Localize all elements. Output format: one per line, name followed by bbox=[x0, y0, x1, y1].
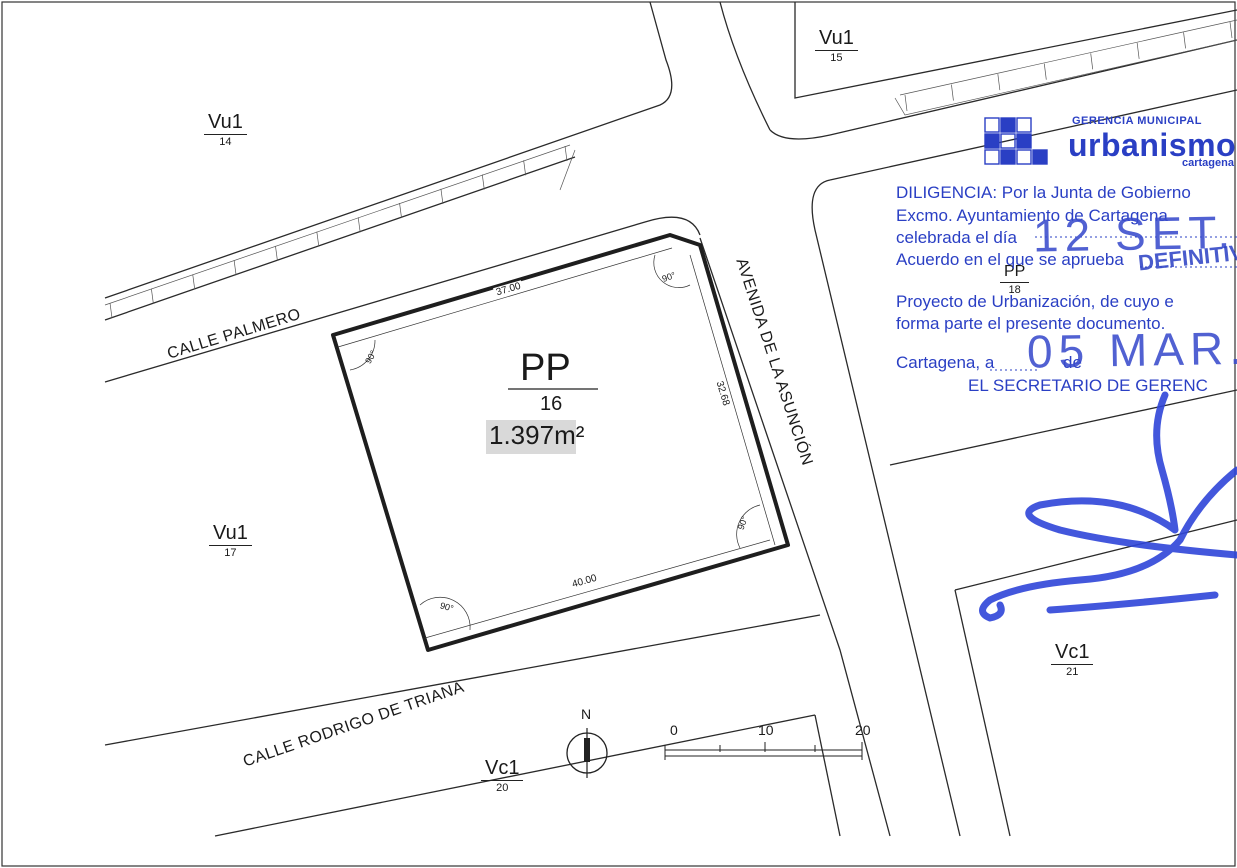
scale-tick-0: 0 bbox=[670, 722, 678, 738]
sidewalk-tick bbox=[904, 94, 908, 112]
sidewalk-palmero-north bbox=[104, 156, 576, 321]
zone-code: Vu1 bbox=[204, 112, 247, 135]
zone-label-vu1-15: Vu1 15 bbox=[815, 28, 858, 64]
urbanismo-logo-icon bbox=[984, 117, 1048, 165]
zone-number: 18 bbox=[1008, 284, 1021, 296]
street-edge-triana-south bbox=[214, 714, 816, 837]
sidewalk-tick bbox=[192, 274, 196, 290]
zone-label-pp-18: PP 18 bbox=[1000, 264, 1030, 296]
signature-scribble bbox=[979, 391, 1237, 622]
block-edge-vu1-15-south bbox=[769, 39, 1237, 140]
zone-number: 20 bbox=[496, 782, 509, 794]
block-edge-right-mid bbox=[889, 389, 1237, 466]
zone-number: 21 bbox=[1066, 666, 1079, 678]
stamp-line-8: EL SECRETARIO DE GERENC bbox=[968, 376, 1208, 395]
stamp-line-5: Proyecto de Urbanización, de cuyo e bbox=[896, 292, 1174, 311]
sidewalk-tick bbox=[564, 145, 568, 162]
sidewalk-tick bbox=[109, 302, 113, 319]
block-edge-right-top bbox=[829, 89, 1237, 181]
avenida-west-edge bbox=[699, 237, 891, 837]
sidewalk-tick bbox=[275, 245, 278, 261]
sidewalk-hatch-right bbox=[894, 19, 1237, 116]
zone-number: 14 bbox=[219, 136, 232, 148]
stamp-org-city: cartagena bbox=[1182, 157, 1234, 169]
block-edge-vu1-14 bbox=[104, 1, 673, 299]
block-edge-vu1-15 bbox=[794, 2, 1237, 99]
zone-code: Vc1 bbox=[481, 758, 524, 781]
stamp-line-2: Excmo. Ayuntamiento de Cartagena bbox=[896, 206, 1168, 225]
sidewalk-tick bbox=[1183, 32, 1186, 49]
zone-number: 15 bbox=[830, 52, 843, 64]
sidewalk-tick bbox=[1043, 63, 1047, 80]
stamp-org-top: GERENCIA MUNICIPAL bbox=[1072, 115, 1202, 127]
stamp-line-1: DILIGENCIA: Por la Junta de Gobierno bbox=[896, 183, 1191, 202]
sidewalk-tick bbox=[399, 203, 402, 219]
sidewalk-tick bbox=[523, 160, 526, 176]
angle-arc-se bbox=[736, 504, 761, 549]
sidewalk-tick bbox=[357, 217, 361, 233]
north-label: N bbox=[581, 706, 592, 722]
plot-pp-16-boundary bbox=[331, 233, 790, 652]
sidewalk-tick bbox=[951, 84, 954, 101]
zone-label-vc1-20: Vc1 20 bbox=[481, 758, 524, 794]
sidewalk-tick bbox=[1229, 21, 1233, 39]
stamp-line-3: celebrada el día bbox=[896, 228, 1017, 247]
north-arrow bbox=[566, 728, 608, 778]
scale-tick-20: 20 bbox=[855, 722, 871, 738]
avenida-top-west bbox=[719, 1, 771, 131]
stamp-line-6: forma parte el presente documento. bbox=[896, 314, 1166, 333]
angle-arc-sw bbox=[419, 596, 471, 631]
area-highlight bbox=[486, 420, 576, 454]
dim-line-north bbox=[337, 247, 673, 348]
plot-number: 16 bbox=[540, 393, 563, 415]
block-edge-vc1-20-east bbox=[814, 714, 841, 837]
stamp-line-4: Acuerdo en el que se aprueba bbox=[896, 250, 1124, 269]
angle-arc-ne bbox=[653, 254, 691, 288]
sidewalk-tick bbox=[1090, 53, 1094, 70]
stamp-line-7b: de bbox=[1063, 353, 1082, 372]
stamp-dotted-lines bbox=[990, 236, 1237, 371]
zone-label-vu1-17: Vu1 17 bbox=[209, 523, 252, 559]
avenida-east-edge bbox=[811, 179, 961, 837]
zone-code: Vu1 bbox=[815, 28, 858, 51]
sidewalk-hatch bbox=[104, 144, 576, 319]
sidewalk-tick bbox=[997, 74, 1001, 91]
sidewalk-tick bbox=[316, 231, 320, 247]
scale-tick-10: 10 bbox=[758, 722, 774, 738]
sidewalk-tick bbox=[481, 174, 485, 190]
sidewalk-tick bbox=[1136, 42, 1140, 59]
dim-line-south bbox=[424, 539, 771, 639]
zone-code: PP bbox=[1000, 264, 1030, 283]
zone-number: 17 bbox=[224, 547, 237, 559]
street-edge-palmero-south bbox=[104, 216, 701, 383]
sidewalk-tick bbox=[233, 260, 237, 276]
zone-code: Vu1 bbox=[209, 523, 252, 546]
zone-label-vu1-14: Vu1 14 bbox=[204, 112, 247, 148]
dim-line-east bbox=[689, 254, 776, 546]
plot-area: 1.397m² bbox=[489, 420, 585, 450]
zone-code: Vc1 bbox=[1051, 642, 1094, 665]
plot-code: PP bbox=[520, 347, 571, 389]
angle-arc-nw bbox=[349, 339, 376, 371]
block-edge-vc1-21 bbox=[954, 519, 1237, 591]
zone-label-vc1-21: Vc1 21 bbox=[1051, 642, 1094, 678]
stamp-line-7: Cartagena, a bbox=[896, 353, 995, 372]
stamp-org-main: urbanismo bbox=[1068, 127, 1237, 163]
stamp-date-signature: 05 MAR. 20 bbox=[1026, 320, 1237, 378]
scale-bar bbox=[664, 742, 863, 760]
sidewalk-tick bbox=[440, 188, 444, 204]
sidewalk-tick bbox=[151, 288, 154, 304]
street-edge-triana-north bbox=[104, 614, 821, 746]
block-edge-vc1-21-west bbox=[954, 589, 1011, 837]
